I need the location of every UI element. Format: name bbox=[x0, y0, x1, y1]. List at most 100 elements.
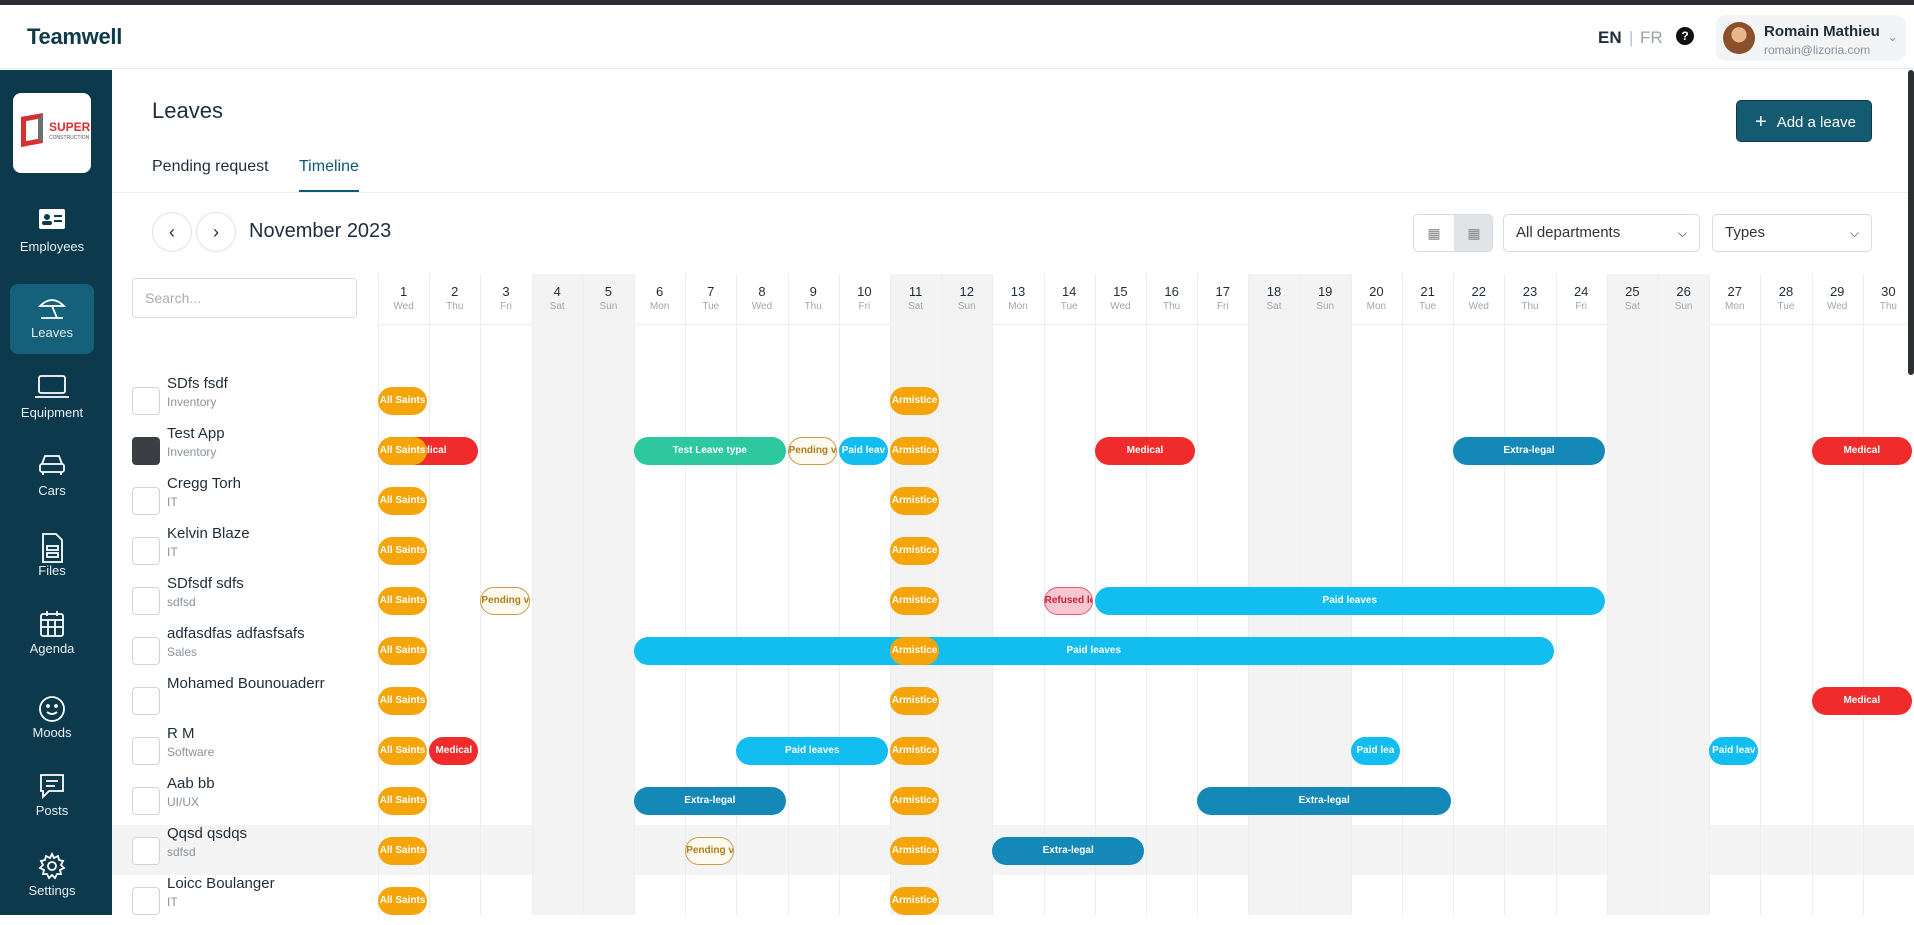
prev-month-button[interactable]: ‹ bbox=[152, 212, 192, 252]
day-weekday: Tue bbox=[1777, 301, 1795, 312]
leave-bar[interactable]: Medical bbox=[1094, 437, 1196, 465]
leave-bar[interactable]: Armistice bbox=[890, 687, 940, 715]
leave-bar[interactable]: Armistice bbox=[890, 837, 940, 865]
leave-bar[interactable]: Pending v bbox=[685, 837, 735, 865]
day-column bbox=[992, 274, 1043, 915]
sidebar-item-label: Settings bbox=[28, 883, 76, 898]
leave-bar[interactable]: All Saints bbox=[378, 587, 428, 615]
employee-photo bbox=[132, 787, 160, 815]
leave-bar[interactable]: All Saints bbox=[378, 737, 428, 765]
leave-bar[interactable]: Armistice bbox=[890, 437, 940, 465]
employee-name: Aab bb bbox=[167, 775, 215, 792]
leave-bar[interactable]: Paid leaves bbox=[736, 737, 888, 765]
leave-bar[interactable]: Armistice bbox=[890, 887, 940, 915]
day-number: 29 bbox=[1829, 284, 1845, 299]
leave-bar[interactable]: Paid lea bbox=[1350, 737, 1400, 765]
tab-pending-request[interactable]: Pending request bbox=[152, 158, 269, 175]
leave-bar[interactable]: All Saints bbox=[378, 437, 428, 465]
leave-bar[interactable]: All Saints bbox=[378, 887, 428, 915]
leave-bar[interactable]: Armistice bbox=[890, 487, 940, 515]
leave-bar[interactable]: All Saints bbox=[378, 387, 428, 415]
leave-bar[interactable]: All Saints bbox=[378, 687, 428, 715]
employee-name: adfasdfas adfasfsafs bbox=[167, 625, 305, 642]
leave-bar[interactable]: All Saints bbox=[378, 487, 428, 515]
leave-bar[interactable]: Test Leave type bbox=[634, 437, 786, 465]
search-input[interactable] bbox=[132, 278, 357, 318]
sidebar-item-posts[interactable]: Posts bbox=[10, 762, 94, 832]
leave-bar[interactable]: All Saints bbox=[378, 837, 428, 865]
leave-bar[interactable]: Armistice bbox=[890, 787, 940, 815]
day-column bbox=[1811, 274, 1863, 915]
leave-bar[interactable]: Extra-legal bbox=[1453, 437, 1605, 465]
calendar-view-icon[interactable]: ▦ bbox=[1414, 215, 1454, 251]
leave-bar[interactable]: Extra-legal bbox=[992, 837, 1144, 865]
employee-department: sdfsd bbox=[167, 595, 196, 609]
timeline-toolbar: ‹ › November 2023 ▦ ▦ All departments⌵ T… bbox=[112, 194, 1914, 274]
day-weekday: Mon bbox=[1008, 301, 1028, 312]
sidebar-item-agenda[interactable]: Agenda bbox=[10, 600, 94, 670]
user-menu[interactable]: Romain Mathieu romain@lizoria.com ⌄ bbox=[1716, 15, 1906, 61]
add-leave-button[interactable]: +Add a leave bbox=[1736, 100, 1872, 142]
leave-bar[interactable]: Armistice bbox=[890, 587, 940, 615]
leave-bar[interactable]: All Saints bbox=[378, 787, 428, 815]
types-select[interactable]: Types⌵ bbox=[1712, 214, 1872, 252]
leave-bar[interactable]: Paid leav bbox=[838, 437, 888, 465]
leave-bar[interactable]: Extra-legal bbox=[634, 787, 786, 815]
day-weekday: Wed bbox=[1468, 301, 1489, 312]
employee-row[interactable]: Mohamed Bounouaderr bbox=[132, 675, 372, 725]
leave-bar[interactable]: Armistice bbox=[890, 537, 940, 565]
leave-bar[interactable]: All Saints bbox=[378, 537, 428, 565]
day-number: 14 bbox=[1061, 284, 1077, 299]
leave-bar[interactable]: Medical bbox=[1811, 437, 1912, 465]
leave-bar[interactable]: Paid leaves bbox=[1094, 587, 1605, 615]
chevron-down-icon: ⌵ bbox=[1849, 226, 1859, 240]
day-number: 20 bbox=[1369, 284, 1384, 299]
leave-bar[interactable]: Paid leaves bbox=[634, 637, 1554, 665]
sidebar-item-moods[interactable]: Moods bbox=[10, 684, 94, 754]
departments-select[interactable]: All departments⌵ bbox=[1503, 214, 1700, 252]
car-icon bbox=[10, 442, 94, 482]
sidebar-item-leaves[interactable]: Leaves bbox=[10, 284, 94, 354]
sidebar-item-cars[interactable]: Cars bbox=[10, 442, 94, 512]
leave-bar[interactable]: Paid leav bbox=[1709, 737, 1759, 765]
timeline-view-icon[interactable]: ▦ bbox=[1454, 215, 1492, 251]
scrollbar[interactable] bbox=[1908, 70, 1914, 375]
leave-bar[interactable]: Medical bbox=[429, 737, 479, 765]
help-icon[interactable]: ? bbox=[1676, 27, 1694, 45]
leave-bar[interactable]: Pending v bbox=[480, 587, 530, 615]
leave-bar[interactable]: Pending v bbox=[787, 437, 837, 465]
lang-fr[interactable]: FR bbox=[1640, 28, 1663, 47]
day-weekday: Thu bbox=[1162, 301, 1181, 312]
sidebar-item-files[interactable]: Files bbox=[10, 522, 94, 592]
leave-bar[interactable]: Armistice bbox=[890, 637, 940, 665]
sidebar-item-equipment[interactable]: Equipment bbox=[10, 364, 94, 434]
leave-bar[interactable]: All Saints bbox=[378, 637, 428, 665]
company-logo-text: SUPER bbox=[49, 120, 91, 134]
day-weekday: Sat bbox=[908, 301, 924, 312]
sidebar-item-settings[interactable]: Settings bbox=[10, 842, 94, 912]
employee-photo bbox=[132, 887, 160, 915]
leave-bar[interactable]: Extra-legal bbox=[1197, 787, 1452, 815]
leave-bar[interactable]: Medical bbox=[1811, 687, 1912, 715]
leave-bar[interactable]: Armistice bbox=[890, 737, 940, 765]
tab-timeline[interactable]: Timeline bbox=[299, 158, 359, 192]
sidebar-item-employees[interactable]: Employees bbox=[10, 198, 94, 268]
next-month-button[interactable]: › bbox=[196, 212, 236, 252]
leave-bar[interactable]: Armistice bbox=[890, 387, 940, 415]
lang-en[interactable]: EN bbox=[1598, 28, 1622, 47]
leave-bar[interactable]: Refused le bbox=[1043, 587, 1093, 615]
